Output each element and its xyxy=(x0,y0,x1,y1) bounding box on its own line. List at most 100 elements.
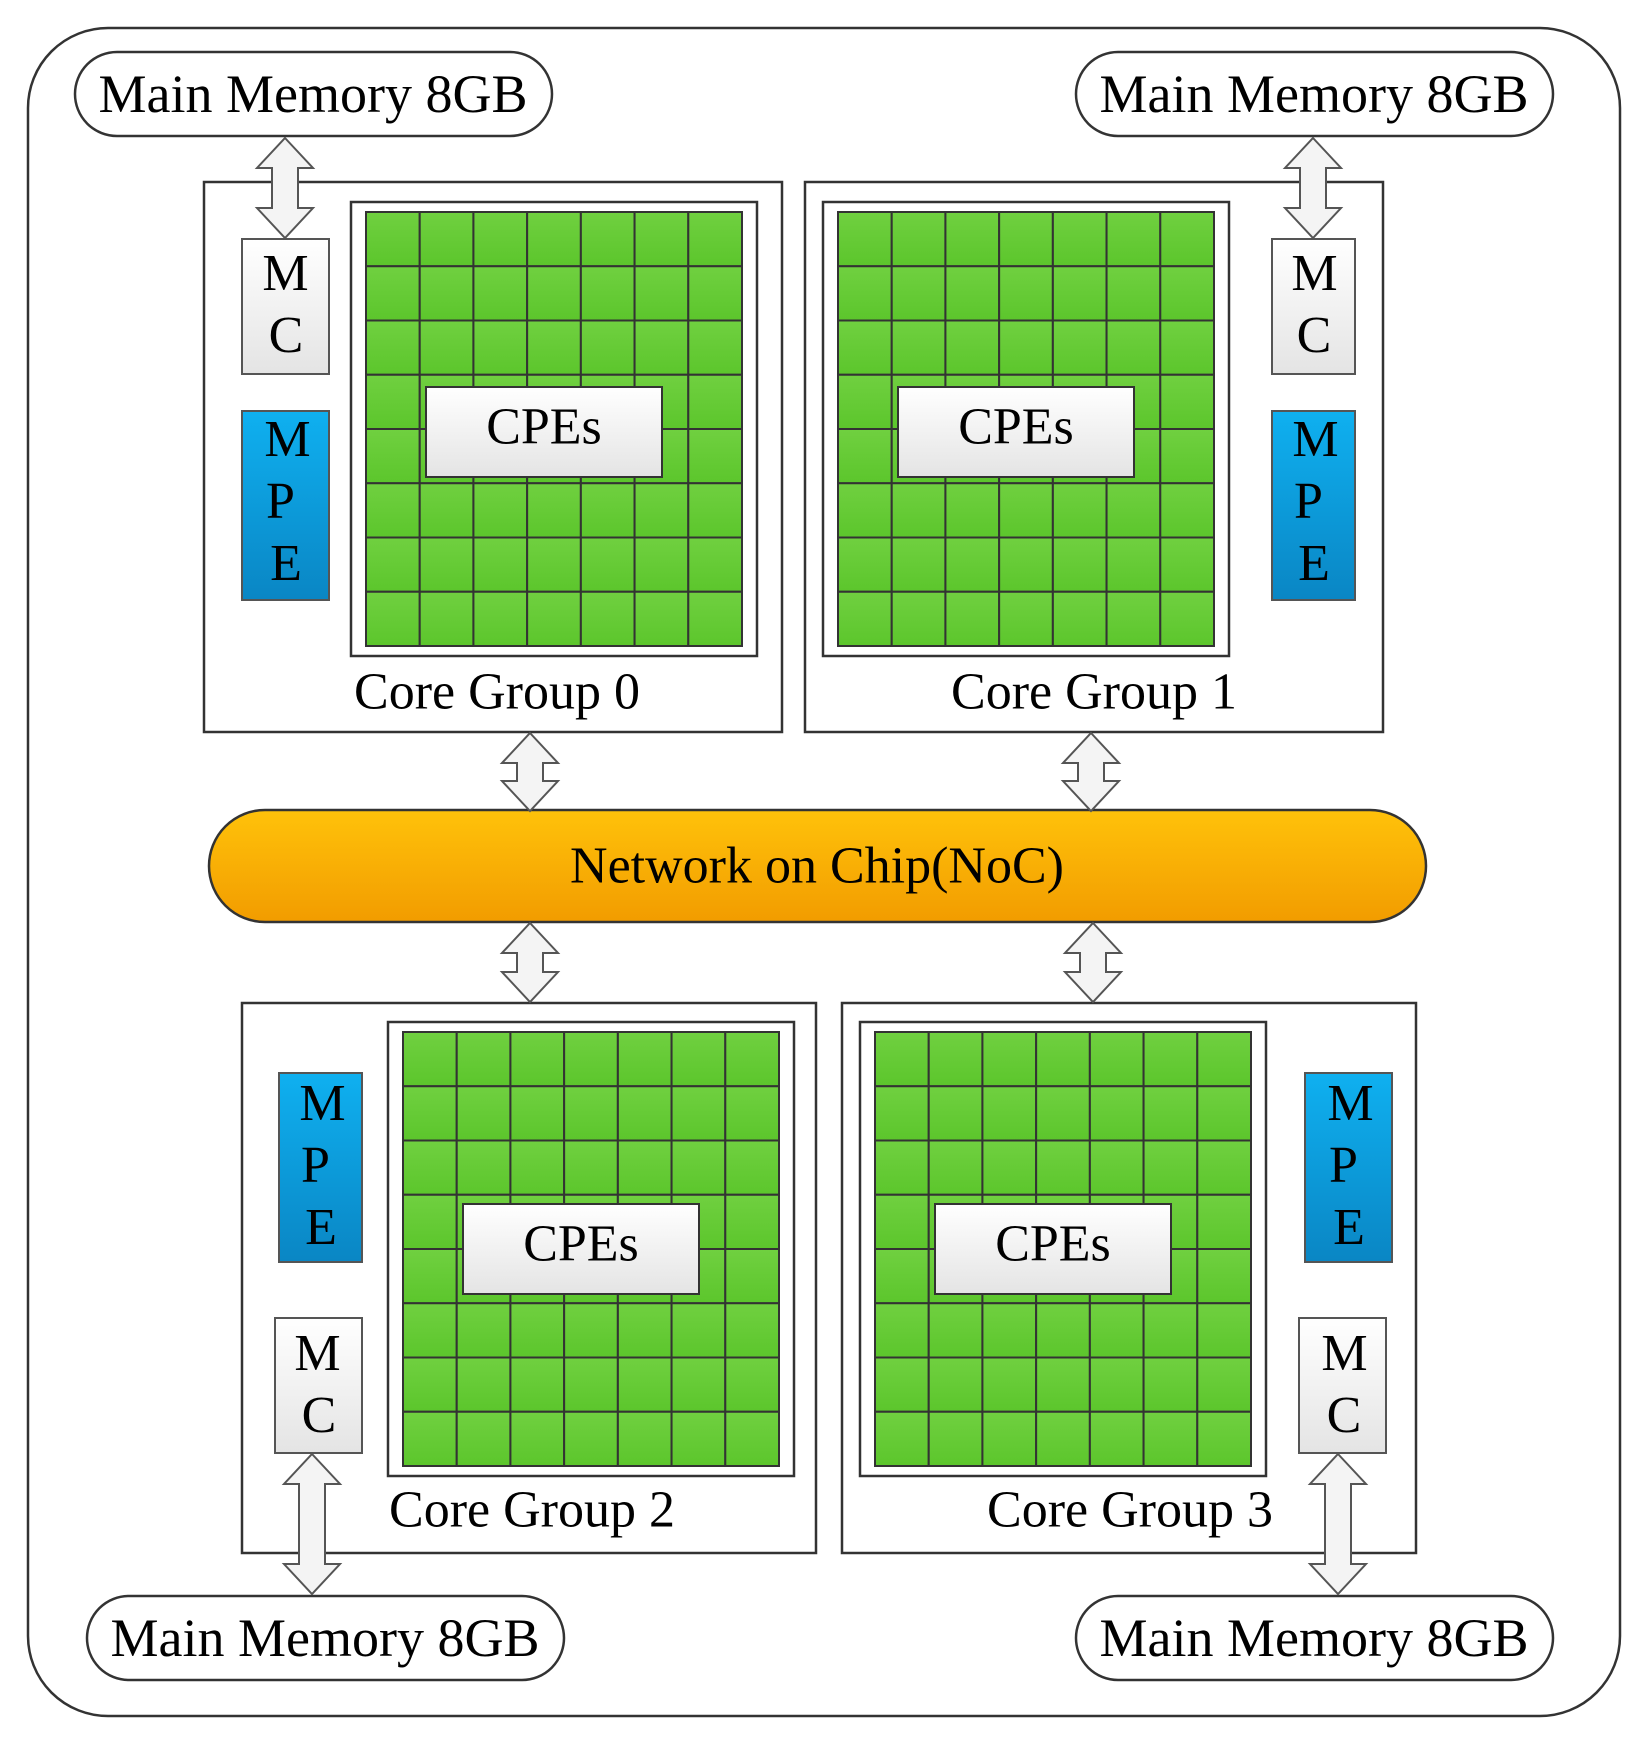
cpe-cell xyxy=(563,1302,619,1359)
cpe-cell xyxy=(874,1410,930,1467)
cpe-cell xyxy=(633,482,690,539)
cpe-cell xyxy=(402,1302,458,1359)
cpe-cell xyxy=(724,1410,780,1467)
cpe-label-box: CPEs xyxy=(425,386,663,478)
cpe-cell xyxy=(402,1031,458,1088)
cpe-cell xyxy=(1051,319,1108,376)
cpe-cell xyxy=(365,211,421,268)
cpe-cell xyxy=(890,211,947,268)
memory-label: Main Memory 8GB xyxy=(111,1608,540,1668)
cpe-cell xyxy=(687,482,743,539)
memory-box xyxy=(1074,1594,1555,1682)
cpe-cell xyxy=(579,319,636,376)
cpe-cell xyxy=(1159,482,1216,539)
cpe-cell xyxy=(1105,319,1162,376)
cpe-cell xyxy=(472,482,529,539)
noc-bar: Network on Chip(NoC) xyxy=(207,808,1428,924)
cpe-cell xyxy=(944,211,1001,268)
mpe-box-bg xyxy=(1304,1072,1393,1263)
cpe-cell xyxy=(1196,1302,1253,1359)
cpe-cell xyxy=(365,319,421,376)
cpe-cell xyxy=(526,319,582,376)
cpe-cell xyxy=(998,319,1054,376)
cpe-cell xyxy=(1159,590,1216,647)
cpe-cell xyxy=(1088,1356,1145,1413)
cpe-cell xyxy=(1142,1085,1199,1142)
cpe-cell xyxy=(509,1302,566,1359)
mpe-label: M P E xyxy=(1292,411,1351,592)
cpe-cell xyxy=(670,1302,727,1359)
cpe-cell xyxy=(1196,1139,1253,1196)
mpe-box-3: M P E xyxy=(1304,1072,1393,1263)
cpe-cell xyxy=(927,1031,984,1088)
cpe-cell xyxy=(1051,265,1108,322)
cpe-cell xyxy=(365,536,421,593)
cpe-label-box: CPEs xyxy=(934,1203,1172,1295)
arrow-mc3-mem3 xyxy=(1307,1452,1369,1596)
cpe-cell xyxy=(724,1302,780,1359)
cpe-cell xyxy=(1088,1031,1145,1088)
cpe-cell xyxy=(890,265,947,322)
cpe-cell xyxy=(981,1410,1038,1467)
cpe-cell xyxy=(365,590,421,647)
cpe-cell xyxy=(981,1031,1038,1088)
mpe-label: M P E xyxy=(264,411,323,592)
cpe-cell xyxy=(509,1410,566,1467)
cpe-cell xyxy=(724,1193,780,1250)
noc-label: Network on Chip(NoC) xyxy=(570,838,1064,895)
cpe-cell xyxy=(563,1085,619,1142)
cpe-cell xyxy=(874,1193,930,1250)
cpe-cell xyxy=(837,428,893,485)
cpe-cell xyxy=(687,428,743,485)
cpe-cell xyxy=(563,1410,619,1467)
cpe-cell xyxy=(1159,265,1216,322)
memory-1: Main Memory 8GB xyxy=(1074,50,1555,138)
cpe-cell xyxy=(1088,1410,1145,1467)
cpe-cell xyxy=(998,536,1054,593)
cpe-cell xyxy=(890,319,947,376)
mc-box-0: M C xyxy=(241,238,330,375)
cpe-cell xyxy=(670,1085,727,1142)
memory-2: Main Memory 8GB xyxy=(85,1594,566,1682)
cpe-cell xyxy=(927,1085,984,1142)
cpe-cell xyxy=(874,1085,930,1142)
cpe-cell xyxy=(724,1356,780,1413)
mpe-box-bg xyxy=(278,1072,363,1263)
cpe-cell xyxy=(837,211,893,268)
cpe-cell xyxy=(526,482,582,539)
cpe-cell xyxy=(1159,373,1216,430)
cpe-cell xyxy=(509,1031,566,1088)
cpe-cell xyxy=(472,211,529,268)
mc-box-bg xyxy=(1271,238,1356,375)
arrow-mem0-mc0 xyxy=(254,136,316,240)
cpe-cell xyxy=(944,590,1001,647)
cpe-cell xyxy=(455,1139,512,1196)
cpe-cell xyxy=(1196,1356,1253,1413)
memory-box xyxy=(85,1594,566,1682)
noc-bar-bg xyxy=(207,808,1428,924)
cpe-cell xyxy=(890,590,947,647)
cpe-cell xyxy=(402,1356,458,1413)
cpe-cell xyxy=(365,265,421,322)
cpe-cell xyxy=(472,265,529,322)
cpe-cell xyxy=(526,265,582,322)
mc-label: M C xyxy=(262,245,321,364)
cpe-cell xyxy=(1035,1139,1091,1196)
cpe-cell xyxy=(418,211,475,268)
cpe-cell xyxy=(944,265,1001,322)
cpe-cell xyxy=(526,536,582,593)
cpe-cell xyxy=(616,1356,673,1413)
core-group-2-label: Core Group 2 xyxy=(389,1482,675,1539)
cpe-cell xyxy=(981,1356,1038,1413)
cpe-cell xyxy=(1035,1031,1091,1088)
arrow-noc-cg2 xyxy=(499,921,561,1004)
cpe-cell xyxy=(402,1085,458,1142)
mc-box-bg xyxy=(274,1317,363,1454)
cpe-cell xyxy=(526,211,582,268)
mc-box-3: M C xyxy=(1298,1317,1387,1454)
cpe-cell xyxy=(526,590,582,647)
cpe-cell xyxy=(1105,211,1162,268)
cpe-cell xyxy=(1051,536,1108,593)
cpe-cell xyxy=(579,536,636,593)
cpe-cell xyxy=(998,265,1054,322)
